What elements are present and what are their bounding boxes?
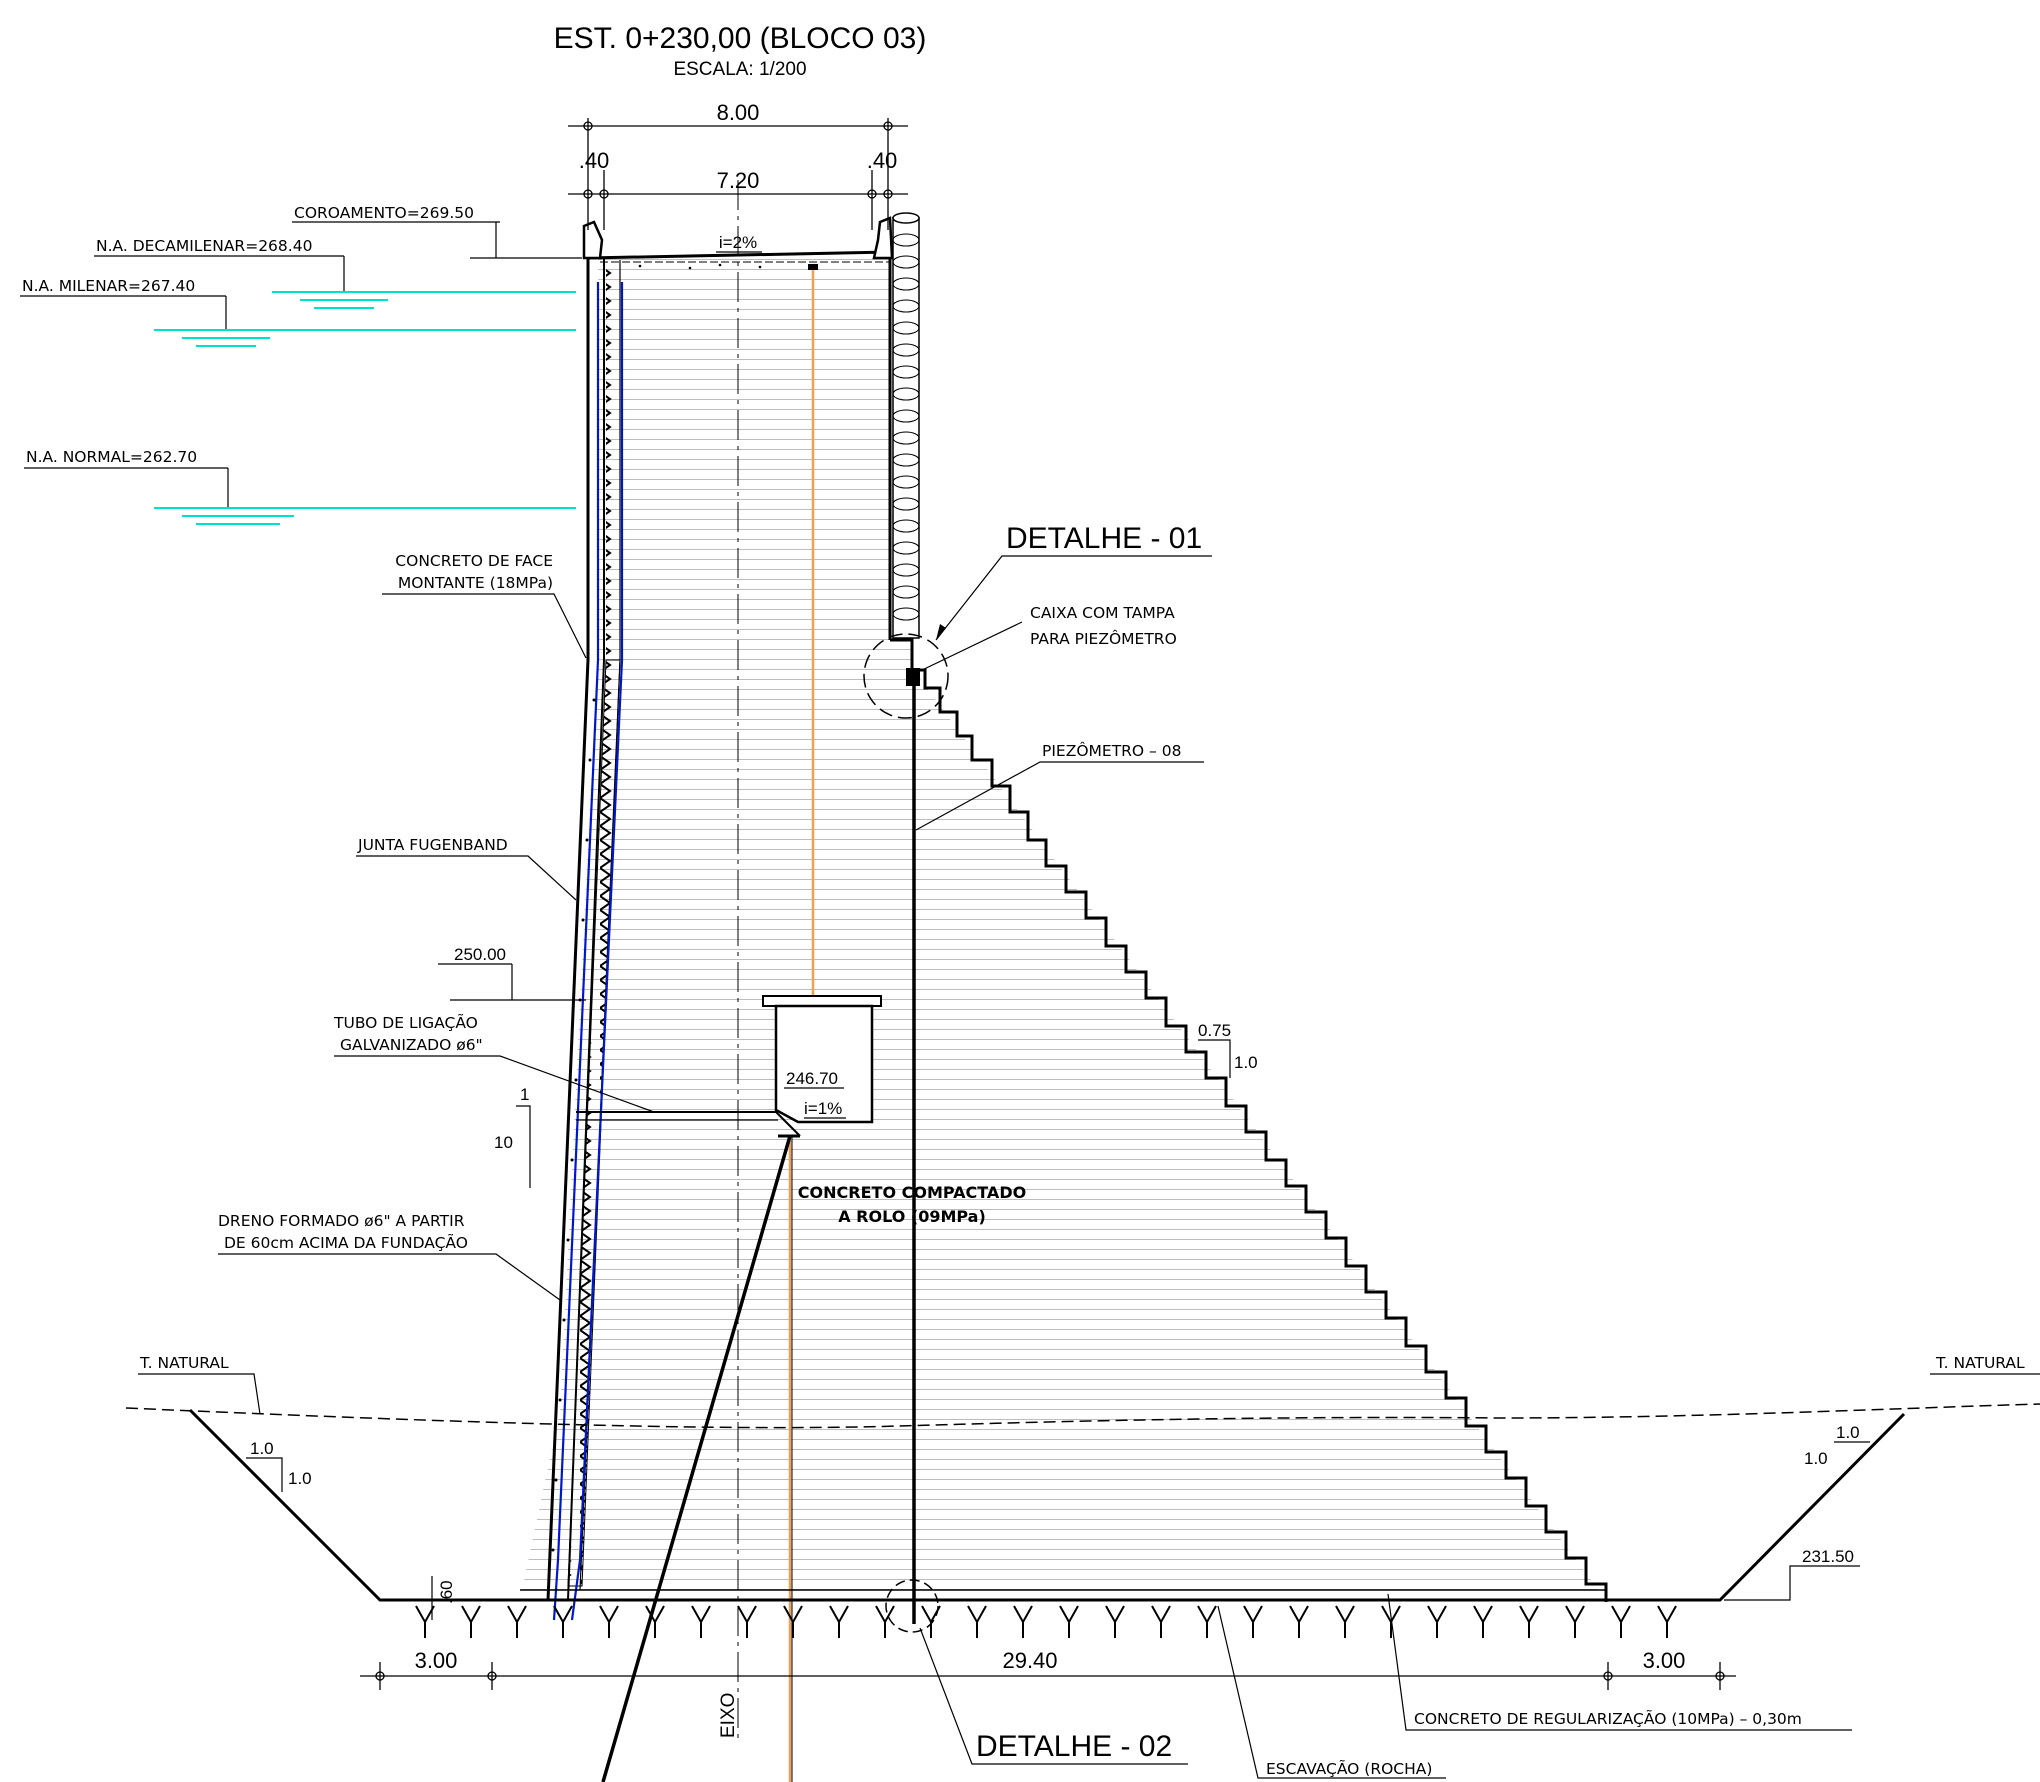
dim-base-mid: 29.40 [1002,1648,1057,1673]
svg-text:N.A. MILENAR=267.40: N.A. MILENAR=267.40 [22,277,195,295]
label-face-concrete-1: CONCRETO DE FACE [395,552,553,570]
label-slope-left-v: 1.0 [288,1469,312,1488]
slope-crest: i=2% [719,233,757,252]
base-dimension-lines [360,1662,1736,1690]
gallery [774,1004,874,1124]
downstream-stepped-face [890,638,1608,1602]
crest-dimension-lines [568,118,908,230]
detail-01-circle [863,633,949,719]
label-gallery-el: 246.70 [786,1069,838,1088]
fugenband-zigzag-upper [606,262,618,662]
label-el-231: 231.50 [1802,1547,1854,1566]
level-decamilenar: N.A. DECAMILENAR=268.40 [94,237,576,309]
dim-base-right: 3.00 [1643,1648,1686,1673]
rcc-body [520,258,1606,1600]
label-detail-01: DETALHE - 01 [1006,522,1202,555]
svg-text:N.A. NORMAL=262.70: N.A. NORMAL=262.70 [26,448,197,466]
dim-found-offset: .60 [437,1580,456,1604]
svg-text:COROAMENTO=269.50: COROAMENTO=269.50 [294,204,474,222]
level-coroamento: COROAMENTO=269.50 [292,204,582,259]
rock-symbols [415,1605,1677,1638]
label-t-natural-left: T. NATURAL [139,1354,229,1372]
label-excavation: ESCAVAÇÃO (ROCHA) [1266,1759,1432,1778]
svg-text:N.A. DECAMILENAR=268.40: N.A. DECAMILENAR=268.40 [96,237,312,255]
label-fugenband: JUNTA FUGENBAND [357,836,508,854]
label-slope-right-h: 1.0 [1836,1423,1860,1442]
natural-terrain-line [125,1403,2040,1429]
detail-02-circle [885,1579,939,1633]
label-piezo-box-1: CAIXA COM TAMPA [1030,604,1175,622]
dim-base-left: 3.00 [415,1648,458,1673]
label-regularization: CONCRETO DE REGULARIZAÇÃO (10MPa) – 0,30… [1414,1709,1802,1728]
label-rcc-1: CONCRETO COMPACTADO [798,1183,1026,1202]
label-tube-2: GALVANIZADO ø6" [340,1036,483,1054]
label-detail-02: DETALHE - 02 [976,1730,1172,1763]
label-batter-10: 10 [494,1133,513,1152]
label-drain-1: DRENO FORMADO ø6" A PARTIR [218,1212,465,1230]
fugenband-zigzag-lower [567,659,621,1587]
label-step-v: 1.0 [1234,1053,1258,1072]
gallery-cap [762,995,882,1007]
dim-crest-total: 8.00 [717,100,760,125]
piezometer-box [906,668,920,686]
label-batter-1: 1 [520,1085,529,1104]
upstream-face-outer [546,258,590,1601]
dim-crest-right: .40 [867,148,898,173]
crest-top-line [587,250,893,260]
label-piezo-box-2: PARA PIEZÔMETRO [1030,629,1177,648]
left-parapet [582,220,604,260]
label-slope-left-h: 1.0 [250,1439,274,1458]
level-milenar: N.A. MILENAR=267.40 [20,277,576,347]
excavation-profile [188,1408,1906,1602]
drawing-scale: ESCALA: 1/200 [673,59,806,80]
label-slope-right-v: 1.0 [1804,1449,1828,1468]
label-piezometer: PIEZÔMETRO – 08 [1042,741,1181,760]
label-el-250: 250.00 [454,945,506,964]
level-normal: N.A. NORMAL=262.70 [24,448,576,525]
label-t-natural-right: T. NATURAL [1935,1354,2025,1372]
piezometer-tube-rings [892,233,920,621]
drainage-diagonal [601,1135,792,1782]
label-rcc-2: A ROLO (09MPa) [838,1207,986,1226]
label-tube-1: TUBO DE LIGAÇÃO [333,1013,478,1032]
label-drain-2: DE 60cm ACIMA DA FUNDAÇÃO [224,1233,468,1252]
dim-crest-left: .40 [579,148,610,173]
label-slope-gallery: i=1% [804,1099,842,1118]
face-concrete-dots [551,263,762,1552]
label-step-h: 0.75 [1198,1021,1231,1040]
gallery-drain-slope [775,1111,801,1137]
right-parapet [872,216,894,260]
label-axis: EIXO [718,1693,739,1738]
drawing-title: EST. 0+230,00 (BLOCO 03) [554,22,927,55]
piezometer-tube-column [892,217,920,639]
label-face-concrete-2: MONTANTE (18MPa) [398,574,553,592]
dim-crest-mid: 7.20 [717,168,760,193]
